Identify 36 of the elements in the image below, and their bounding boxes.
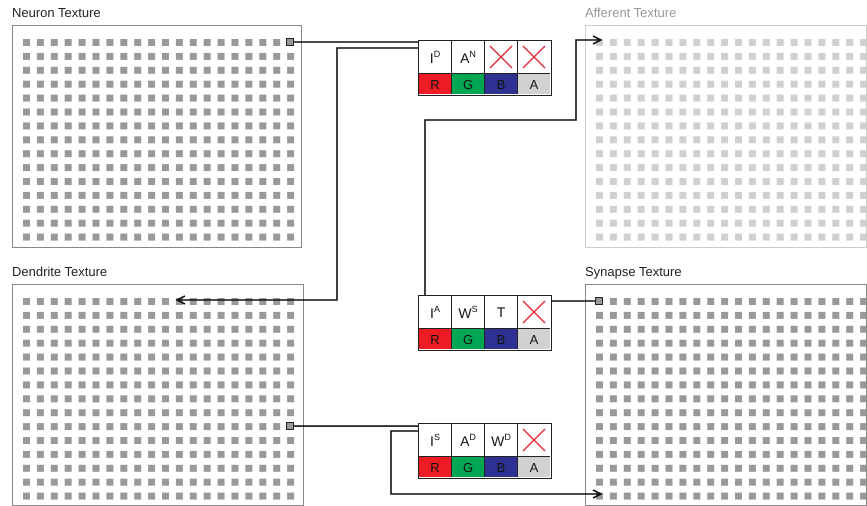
channel-label: B (496, 78, 506, 90)
channel-label: A (530, 332, 538, 346)
channel-label: G (462, 78, 474, 90)
channel-label: G (462, 332, 474, 346)
channel-label: W$^{S}$ (458, 304, 478, 320)
channel-label: A$^{N}$ (460, 50, 476, 64)
channel-label: A$^{D}$ (460, 432, 476, 448)
texture-title: Afferent Texture (585, 5, 676, 20)
channel-label: R (430, 460, 440, 474)
channel-label: R (430, 78, 440, 90)
arrow (176, 47, 418, 305)
channel-label: R (430, 332, 440, 346)
selected-pixel (595, 297, 603, 305)
channel-label: G (462, 460, 474, 474)
connector-line (294, 425, 418, 427)
selected-pixel (286, 422, 294, 430)
channel-label: T (496, 305, 506, 319)
channel-label: W$^{D}$ (491, 432, 511, 448)
texture-title: Synapse Texture (585, 264, 682, 279)
channel-label: A (530, 78, 538, 90)
channel-table (418, 40, 552, 96)
texture-title: Neuron Texture (12, 5, 101, 20)
arrow (424, 35, 602, 295)
channel-label: I$^{S}$ (430, 432, 440, 448)
channel-label: B (496, 460, 506, 474)
connector-line (294, 41, 418, 43)
selected-pixel (286, 38, 294, 46)
texture-title: Dendrite Texture (12, 264, 108, 279)
channel-table (418, 295, 552, 351)
channel-label: A (530, 460, 538, 474)
channel-label: I$^{D}$ (430, 50, 440, 64)
channel-label: B (496, 332, 506, 346)
arrow (390, 430, 602, 499)
connector-line (552, 300, 595, 302)
channel-table (418, 423, 552, 479)
channel-label: I$^{A}$ (430, 304, 440, 320)
